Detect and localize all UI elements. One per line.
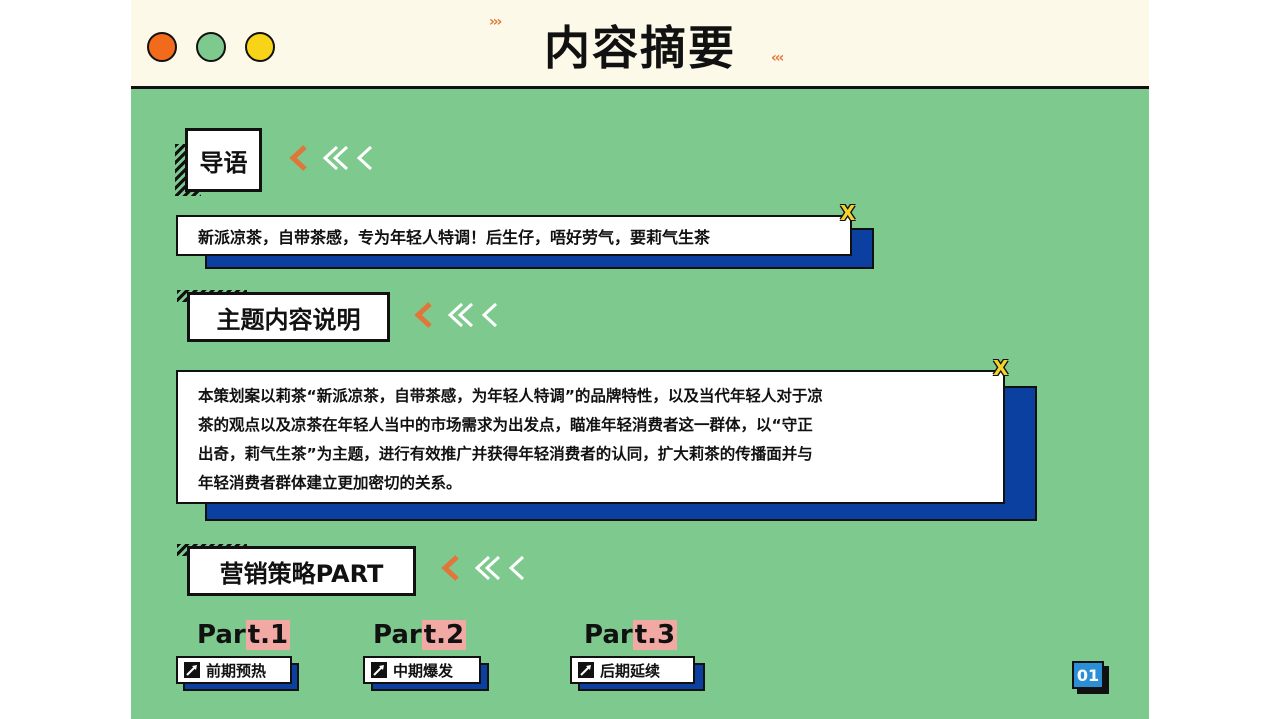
section-label-text: 导语 bbox=[199, 148, 248, 177]
header-bar: ››› 内容摘要 ‹‹‹ bbox=[131, 0, 1149, 89]
part-2-tag[interactable]: 中期爆发 bbox=[363, 656, 481, 684]
arrow-up-right-icon bbox=[578, 662, 594, 678]
chevrons-right-icon: ››› bbox=[489, 14, 502, 30]
part-highlight: t.2 bbox=[421, 620, 467, 650]
section-label-box: 主题内容说明 bbox=[187, 292, 390, 342]
theme-text-line: 茶的观点以及凉茶在年轻人当中的市场需求为出发点，瞄准年轻消费者这一群体，以“守正 bbox=[198, 416, 813, 434]
section-label-text: 主题内容说明 bbox=[216, 305, 361, 334]
part-1-title: Part.1 bbox=[197, 620, 291, 650]
part-prefix: Par bbox=[373, 620, 422, 650]
part-prefix: Par bbox=[197, 620, 246, 650]
theme-text-line: 出奇，莉气生茶”为主题，进行有效推广并获得年轻消费者的认同，扩大莉茶的传播面并与 bbox=[198, 445, 813, 463]
page-title: 内容摘要 bbox=[544, 21, 736, 75]
part-highlight: t.3 bbox=[632, 620, 678, 650]
page-number-badge: 01 bbox=[1072, 661, 1104, 689]
part-1-tag[interactable]: 前期预热 bbox=[176, 656, 292, 684]
intro-text-box: 新派凉茶，自带茶感，专为年轻人特调！后生仔，唔好劳气，要莉气生茶 bbox=[176, 215, 852, 256]
yellow-dot-icon bbox=[245, 32, 275, 62]
theme-text-line: 年轻消费者群体建立更加密切的关系。 bbox=[198, 474, 462, 492]
orange-dot-icon bbox=[147, 32, 177, 62]
chevrons-left-icon bbox=[414, 302, 498, 328]
part-tag-label: 后期延续 bbox=[600, 661, 661, 680]
part-3-title: Part.3 bbox=[584, 620, 678, 650]
section-label-box: 导语 bbox=[185, 128, 262, 192]
part-tag-label: 前期预热 bbox=[206, 661, 267, 680]
section-label-text: 营销策略PART bbox=[219, 559, 384, 588]
part-tag-label: 中期爆发 bbox=[393, 661, 454, 680]
intro-text: 新派凉茶，自带茶感，专为年轻人特调！后生仔，唔好劳气，要莉气生茶 bbox=[198, 227, 711, 247]
close-x-icon: X bbox=[993, 356, 1009, 380]
part-prefix: Par bbox=[584, 620, 633, 650]
part-2-title: Part.2 bbox=[373, 620, 467, 650]
page-number: 01 bbox=[1076, 665, 1100, 685]
theme-text-box: 本策划案以莉茶“新派凉茶，自带茶感，为年轻人特调”的品牌特性，以及当代年轻人对于… bbox=[176, 370, 1005, 504]
chevrons-left-icon: ‹‹‹ bbox=[771, 50, 784, 66]
green-dot-icon bbox=[196, 32, 226, 62]
close-x-icon: X bbox=[840, 201, 856, 225]
arrow-up-right-icon bbox=[184, 662, 200, 678]
part-3-tag[interactable]: 后期延续 bbox=[570, 656, 695, 684]
arrow-up-right-icon bbox=[371, 662, 387, 678]
chevrons-left-icon bbox=[289, 145, 373, 171]
part-highlight: t.1 bbox=[245, 620, 291, 650]
theme-text-line: 本策划案以莉茶“新派凉茶，自带茶感，为年轻人特调”的品牌特性，以及当代年轻人对于… bbox=[198, 387, 823, 405]
chevrons-left-icon bbox=[441, 555, 525, 581]
section-label-box: 营销策略PART bbox=[187, 546, 416, 596]
slide: ››› 内容摘要 ‹‹‹ 导语 新派凉茶，自带茶感，专为年轻人特调！后生仔，唔好… bbox=[131, 0, 1149, 719]
